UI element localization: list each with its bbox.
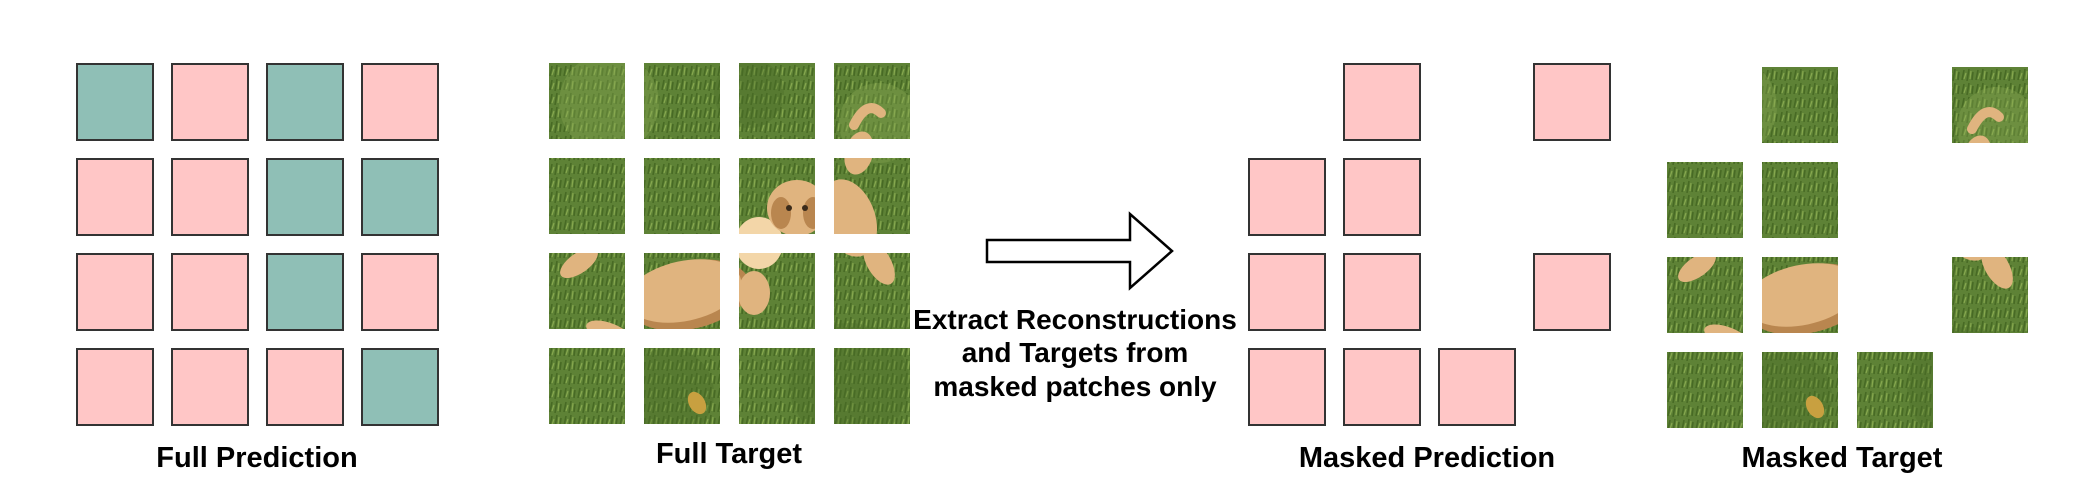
masked-target-patch [1667,352,1743,428]
target-patch [644,348,720,424]
masked-prediction-patch [1343,348,1421,426]
masked-prediction-patch [1343,63,1421,141]
masked-prediction-patch [171,253,249,331]
visible-prediction-patch [361,158,439,236]
masked-prediction-patch [1343,253,1421,331]
masked-prediction-patch [1248,348,1326,426]
masked-target-patch [1762,162,1838,238]
masked-prediction-patch [1343,158,1421,236]
full-target-caption: Full Target [656,438,802,470]
full-target-grid [549,63,910,424]
masked-prediction-patch [1438,348,1516,426]
target-patch [739,348,815,424]
masked-target-patch [1667,162,1743,238]
target-patch [644,253,720,329]
arrow-text-line-1: Extract Reconstructions [913,304,1237,335]
masked-target-patch [1762,352,1838,428]
target-patch [834,348,910,424]
masked-prediction-caption: Masked Prediction [1299,442,1555,474]
masked-target-grid [1667,67,2028,428]
arrow-text-line-3: masked patches only [933,371,1217,402]
masked-prediction-patch [1248,158,1326,236]
target-patch [644,158,720,234]
arrow-text-line-2: and Targets from [962,337,1189,368]
masked-target-patch [1762,257,1838,333]
masked-prediction-patch [1533,63,1611,141]
masked-prediction-patch [171,158,249,236]
masked-prediction-patch [1248,253,1326,331]
full-prediction-caption: Full Prediction [156,442,357,474]
right-arrow-icon [985,211,1174,291]
target-patch [644,63,720,139]
masked-prediction-patch [361,253,439,331]
target-patch [549,158,625,234]
target-patch [739,63,815,139]
masked-prediction-patch [76,158,154,236]
masked-prediction-patch [266,348,344,426]
masked-target-caption: Masked Target [1742,442,1943,474]
visible-prediction-patch [76,63,154,141]
visible-prediction-patch [361,348,439,426]
target-patch [834,63,910,139]
target-patch [549,63,625,139]
masked-target-patch [1857,352,1933,428]
visible-prediction-patch [266,253,344,331]
masked-prediction-patch [361,63,439,141]
masked-target-patch [1762,67,1838,143]
visible-prediction-patch [266,158,344,236]
masked-target-patch [1667,257,1743,333]
masked-target-patch [1952,67,2028,143]
target-patch [834,158,910,234]
target-patch [834,253,910,329]
masked-prediction-patch [1533,253,1611,331]
target-patch [549,348,625,424]
target-patch [549,253,625,329]
masked-prediction-patch [171,63,249,141]
masked-target-patch [1952,257,2028,333]
full-prediction-grid [76,63,439,426]
masked-prediction-patch [171,348,249,426]
visible-prediction-patch [266,63,344,141]
masked-prediction-patch [76,348,154,426]
target-patch [739,158,815,234]
target-patch [739,253,815,329]
masked-prediction-grid [1248,63,1611,426]
masked-prediction-patch [76,253,154,331]
